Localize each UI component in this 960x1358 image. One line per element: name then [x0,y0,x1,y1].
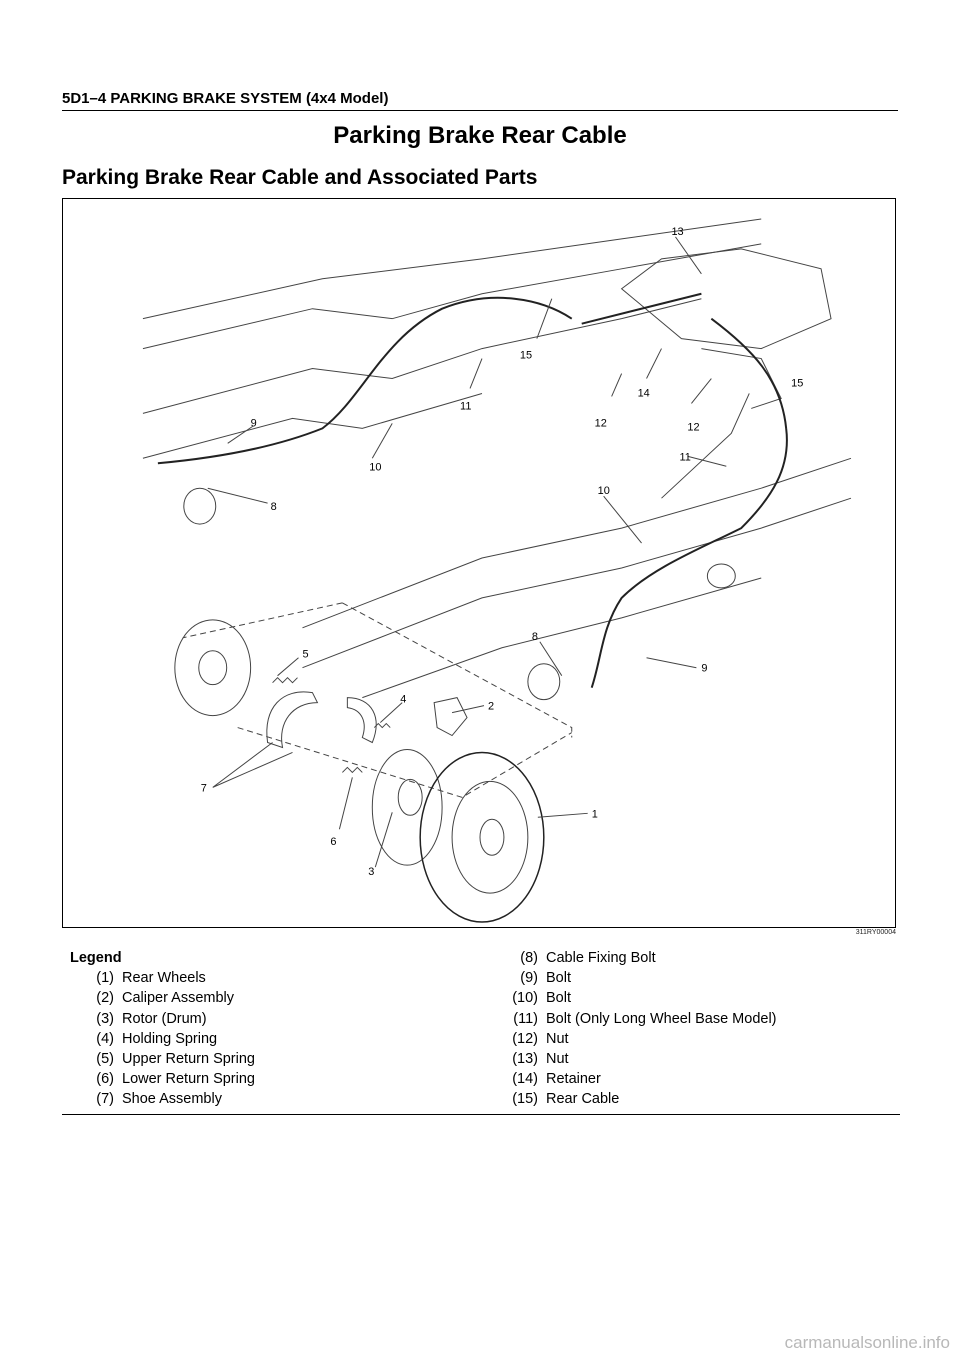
callout-3: 3 [368,866,374,878]
callout-7: 7 [201,782,207,794]
leader-12b [691,378,712,404]
legend-item: (9)Bolt [520,970,571,987]
callout-11: 11 [679,451,690,463]
legend-item: (15)Rear Cable [512,1091,620,1108]
axle-end-lower [527,663,561,701]
callout-6: 6 [330,836,336,848]
legend-item: (14)Retainer [512,1071,601,1088]
leader-6 [338,777,353,830]
leader-8a [207,487,268,504]
leader-15b [661,393,750,499]
leader-9b [646,657,697,669]
legend-item: (13)Nut [512,1051,569,1068]
frame-rail-lower-inner [302,497,852,669]
watermark: carmanualsonline.info [784,1333,950,1352]
parts-diagram: 13 15 11 12 14 15 12 11 9 10 8 10 5 4 2 … [62,198,896,928]
legend-item: (11)Bolt (Only Long Wheel Base Model) [513,1010,777,1027]
wheel-rim [451,780,529,894]
callout-15: 15 [520,350,532,362]
leader-11b [687,455,727,467]
callout-13: 13 [671,226,683,238]
frame-rail-lower-edge [302,457,852,629]
legend-title: Legend [70,950,122,966]
leader-5 [277,657,299,677]
legend-item: (1)Rear Wheels [96,970,206,987]
page-title: Parking Brake Rear Cable [333,122,627,149]
legend-item: (7)Shoe Assembly [96,1091,222,1108]
frame-rail-upper-bottom [142,392,483,459]
backing-plate-hub [198,650,228,686]
leader-7 [212,742,293,788]
page-header: 5D1–4 PARKING BRAKE SYSTEM (4x4 Model) [62,90,898,111]
callout-8: 8 [271,501,277,513]
callout-9: 9 [701,663,707,675]
upper-return-spring [272,676,298,684]
frame-rail-upper-inner [142,243,762,350]
callout-5: 5 [302,649,308,661]
frame-rail-upper-lower [142,298,702,414]
cross-member [620,248,832,350]
shoe-left [266,691,319,749]
leader-10b [603,495,642,544]
assembly-line-1 [182,602,573,738]
holding-spring [373,722,391,729]
callout-10: 10 [369,461,381,473]
leader-9a [227,425,253,444]
shoe-right [346,697,377,744]
rear-cable-upper [157,296,573,465]
callout-10: 10 [598,485,610,497]
leader-15a [536,298,553,339]
axle-stub [706,563,736,589]
legend-item: (6)Lower Return Spring [96,1071,255,1088]
legend-item: (12)Nut [512,1030,569,1047]
legend-item: (8)Cable Fixing Bolt [520,950,656,966]
callout-15: 15 [791,377,803,389]
callout-14: 14 [638,387,650,399]
frame-rail-upper-edge [142,218,762,320]
leader-12a [611,373,623,397]
callout-11: 11 [460,400,471,412]
callout-1: 1 [592,808,598,820]
legend-left: Legend (1)Rear Wheels (2)Caliper Assembl… [70,948,255,1110]
assembly-line-2 [237,727,572,798]
rear-cable-lower [590,317,788,688]
callout-9: 9 [251,417,257,429]
callout-12: 12 [595,417,607,429]
diagram-drawing: 13 15 11 12 14 15 12 11 9 10 8 10 5 4 2 … [142,218,852,923]
leader-1 [537,812,588,818]
legend-right: (8)Cable Fixing Bolt (9)Bolt (10)Bolt (1… [494,948,777,1110]
callout-2: 2 [488,701,494,713]
front-cable [581,292,702,325]
leader-14 [646,348,662,379]
legend-item: (2)Caliper Assembly [96,990,235,1007]
footer-divider [62,1114,900,1115]
wheel-tire [419,751,545,923]
axle-end-upper [183,487,217,525]
rotor-hub [397,778,423,816]
lower-return-spring [342,766,363,774]
callout-12: 12 [687,421,699,433]
section-title: Parking Brake Rear Cable and Associated … [62,166,538,189]
leader-8b [539,641,563,676]
legend-item: (5)Upper Return Spring [96,1051,255,1068]
callout-4: 4 [400,694,406,706]
caliper [433,697,468,737]
leader-3 [374,812,393,868]
callout-8: 8 [532,631,538,643]
legend-item: (4)Holding Spring [96,1030,218,1047]
leader-2 [451,705,485,714]
wheel-hub [479,818,505,856]
backing-plate [174,619,252,717]
legend-item: (10)Bolt [512,990,571,1007]
legend-item: (3)Rotor (Drum) [96,1010,207,1027]
figure-id: 311RY00004 [855,929,896,936]
rotor [371,748,443,866]
leader-11a [469,358,483,389]
leader-10a [371,423,393,459]
leader-4 [379,702,403,723]
frame-rail-lower-bottom [362,577,762,699]
leader-13 [675,236,702,275]
